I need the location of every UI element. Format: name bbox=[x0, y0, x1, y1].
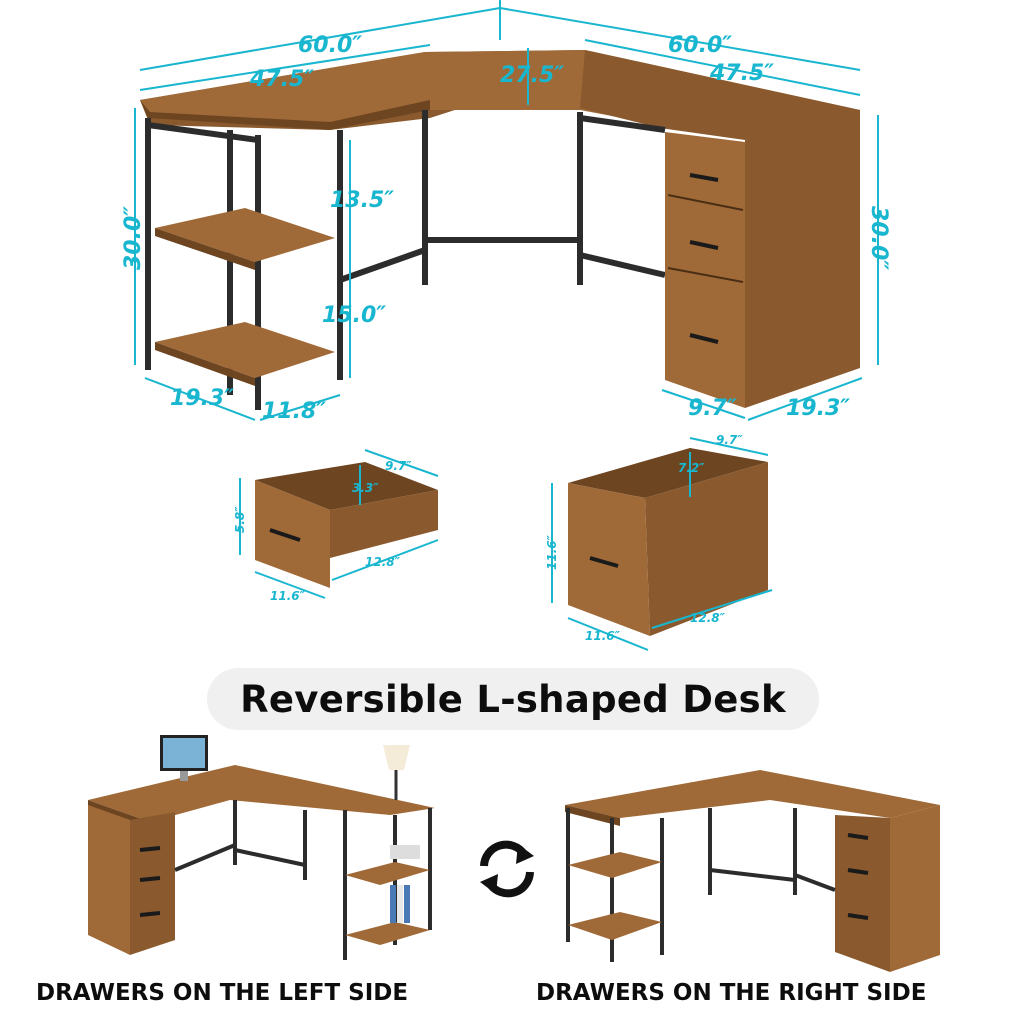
dim-height-left: 30.0″ bbox=[121, 206, 146, 270]
dim-height-right: 30.0″ bbox=[866, 206, 891, 270]
dim-cabinet-depth: 19.3″ bbox=[786, 396, 850, 421]
dim-shelf-width: 11.8″ bbox=[262, 399, 326, 424]
drawer-handle-2 bbox=[689, 240, 719, 250]
cabinet-side bbox=[745, 118, 860, 408]
caption-drawers-left: DRAWERS ON THE LEFT SIDE bbox=[36, 980, 409, 1006]
small-drawer-depth: 12.8″ bbox=[365, 555, 401, 569]
drawer-handle-3 bbox=[689, 333, 719, 344]
small-drawer-height: 5.8″ bbox=[233, 506, 247, 533]
small-drawer-width-top: 9.7″ bbox=[385, 459, 412, 473]
dim-top-depth: 27.5″ bbox=[500, 63, 564, 88]
dim-shelf-depth: 19.3″ bbox=[170, 386, 234, 411]
large-drawer-depth: 12.8″ bbox=[690, 611, 726, 625]
dim-top-left-inner: 47.5″ bbox=[249, 67, 314, 92]
large-drawer-height: 11.6″ bbox=[545, 534, 559, 570]
cabinet-front bbox=[665, 132, 745, 408]
dim-top-right-inner: 47.5″ bbox=[709, 61, 774, 86]
lower-shelf bbox=[155, 322, 335, 378]
swap-arrows-icon bbox=[474, 838, 540, 898]
small-drawer-front-width: 11.6″ bbox=[270, 589, 306, 603]
title-banner: Reversible L-shaped Desk bbox=[207, 668, 819, 730]
dim-shelf-gap-lower: 15.0″ bbox=[322, 303, 386, 328]
dim-shelf-gap-upper: 13.5″ bbox=[330, 188, 394, 213]
dim-cabinet-width: 9.7″ bbox=[688, 396, 737, 421]
dimension-lines bbox=[134, 0, 879, 421]
small-drawer-inner-height: 3.3″ bbox=[352, 481, 379, 495]
dim-top-right-width: 60.0″ bbox=[668, 33, 732, 58]
metal-frame bbox=[145, 110, 666, 410]
desk-top-right-wing bbox=[580, 50, 860, 140]
upper-shelf bbox=[155, 208, 335, 262]
page-title: Reversible L-shaped Desk bbox=[240, 677, 786, 721]
drawer-handle-1 bbox=[689, 173, 719, 182]
dim-top-left-width: 60.0″ bbox=[298, 33, 362, 58]
caption-drawers-right: DRAWERS ON THE RIGHT SIDE bbox=[536, 980, 927, 1006]
large-drawer-inner-height: 7.2″ bbox=[678, 461, 705, 475]
large-drawer-front-width: 11.6″ bbox=[585, 629, 621, 643]
large-drawer-width-top: 9.7″ bbox=[716, 433, 743, 447]
